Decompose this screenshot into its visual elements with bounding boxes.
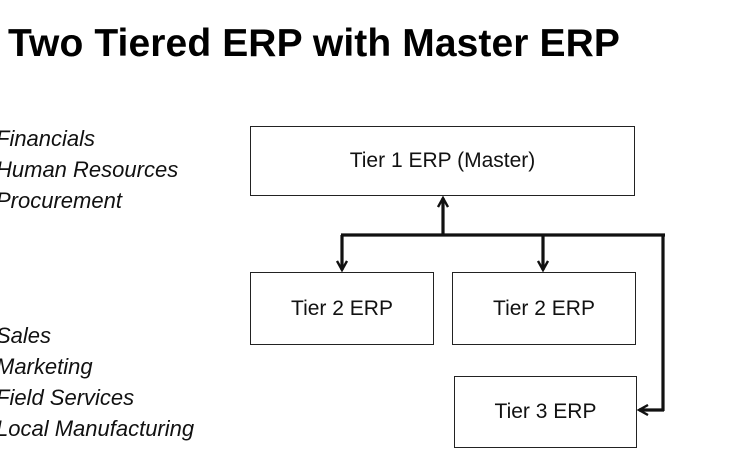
tier3-erp-box: Tier 3 ERP (454, 376, 637, 448)
list-item: Local Manufacturing (0, 416, 195, 441)
tier2-erp-label-right: Tier 2 ERP (493, 296, 595, 320)
tier2-erp-box-right: Tier 2 ERP (452, 272, 636, 345)
list-item: Procurement (0, 188, 122, 213)
tier1-function-list: Financials Human Resources Procurement (0, 123, 178, 216)
tier3-erp-label: Tier 3 ERP (494, 400, 597, 423)
tier1-erp-box: Tier 1 ERP (Master) (250, 126, 635, 196)
tier2-erp-label-left: Tier 2 ERP (291, 296, 393, 320)
list-item: Marketing (0, 354, 93, 379)
tier2-erp-box-left: Tier 2 ERP (250, 272, 434, 345)
slide-title: Two Tiered ERP with Master ERP (8, 22, 620, 65)
list-item: Financials (0, 126, 96, 151)
tier1-erp-label: Tier 1 ERP (Master) (349, 149, 536, 172)
list-item: Sales (0, 323, 52, 348)
tier2-function-list: Sales Marketing Field Services Local Man… (0, 320, 194, 444)
list-item: Field Services (0, 385, 135, 410)
list-item: Human Resources (0, 157, 179, 182)
